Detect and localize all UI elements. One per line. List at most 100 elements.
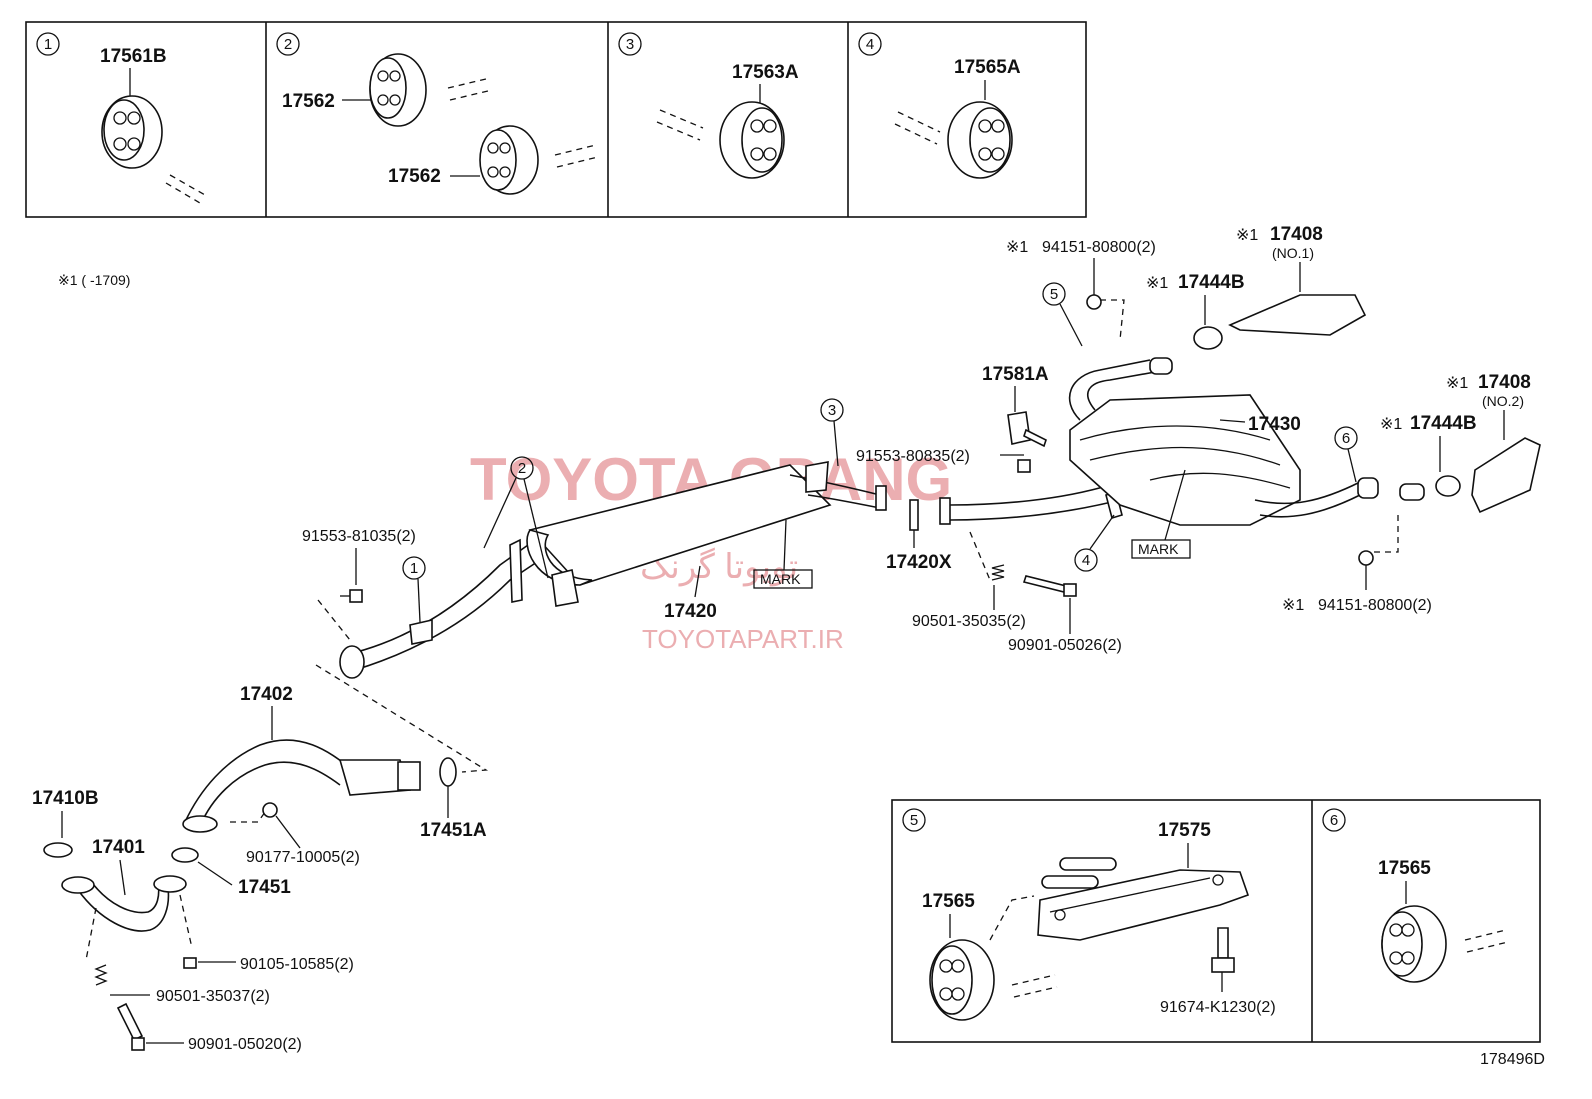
callout-2: 2 — [483, 456, 549, 579]
tail-tip-17408-no2 — [1471, 437, 1541, 514]
bracket-17581A — [1007, 411, 1047, 448]
bolt-90901-05026 — [1022, 575, 1077, 634]
inset-circle-3: 3 — [626, 36, 634, 53]
top-insets: 1 17561B 2 17562 17562 — [25, 21, 1087, 218]
watermark-site: TOYOTAPART.IR — [642, 624, 844, 654]
small-part-94151-bottom: 94151-80800(2) — [1318, 597, 1432, 614]
bolt-90105-10585 — [183, 957, 236, 969]
nut-90177-10005 — [262, 802, 301, 849]
bolt-91553-81035 — [340, 589, 363, 603]
part-17451: 17451 — [238, 877, 291, 898]
spring-90501-35035 — [991, 564, 1005, 610]
small-part-90105-10585: 90105-10585(2) — [240, 956, 354, 973]
bolt-91674-K1230 — [1211, 927, 1235, 992]
inset-6: 6 17565 — [1322, 808, 1509, 983]
small-part-91553-81035: 91553-81035(2) — [302, 528, 416, 545]
mark-label-center: MARK — [760, 571, 801, 587]
inset-circle-4: 4 — [866, 36, 874, 53]
nut-94151-bottom — [1358, 550, 1374, 566]
hanger-17562-a — [369, 53, 427, 127]
inset-part-17561B: 17561B — [100, 46, 167, 67]
inset-part-17563A: 17563A — [732, 62, 799, 83]
inset-circle-5: 5 — [910, 812, 918, 829]
small-part-90501-35035: 90501-35035(2) — [912, 613, 1026, 630]
bolt-91553-80835 — [1017, 459, 1031, 473]
bracket-17575 — [1037, 857, 1250, 941]
tail-pipe — [939, 484, 1123, 525]
part-17401: 17401 — [92, 837, 145, 858]
bottom-insets: 5 17565 17575 — [891, 799, 1541, 1043]
x1-mark-17444B-b: ※1 — [1380, 416, 1402, 433]
inset-part-17575: 17575 — [1158, 820, 1211, 841]
part-17451A: 17451A — [420, 820, 487, 841]
part-17420: 17420 — [664, 601, 717, 622]
inset-part-17565A: 17565A — [954, 57, 1021, 78]
applicability-note: ※1 ( -1709) — [58, 272, 130, 288]
part-17408-b: 17408 — [1478, 372, 1531, 393]
converter-pipe-17402 — [182, 739, 421, 833]
hanger-17563A — [719, 101, 785, 179]
part-17408-a: 17408 — [1270, 224, 1323, 245]
no2-label: (NO.2) — [1482, 393, 1524, 409]
hanger-17565-a — [929, 939, 995, 1021]
callout-1: 1 — [402, 556, 426, 623]
svg-text:4: 4 — [1082, 552, 1090, 569]
x1-mark-bottom: ※1 — [1282, 597, 1304, 614]
main-muffler-17430 — [1068, 357, 1425, 526]
small-part-90901-05026: 90901-05026(2) — [1008, 637, 1122, 654]
gasket-17451 — [171, 847, 199, 863]
inset-1: 1 17561B — [36, 32, 206, 204]
hanger-17562-b — [479, 125, 539, 195]
callout-3: 3 — [820, 398, 844, 467]
inset-5: 5 17565 17575 — [902, 808, 1276, 1021]
inset-part-17562-a: 17562 — [282, 91, 335, 112]
inset-circle-2: 2 — [284, 36, 292, 53]
mark-box-muffler — [1131, 539, 1191, 559]
inset-part-91674-K1230: 91674-K1230(2) — [1160, 999, 1276, 1016]
bolt-90901-05020 — [116, 1002, 184, 1051]
figure-id: 178496D — [1480, 1051, 1545, 1068]
x1-mark-17444B-a: ※1 — [1146, 275, 1168, 292]
part-17410B: 17410B — [32, 788, 99, 809]
svg-text:3: 3 — [828, 402, 836, 419]
part-17430: 17430 — [1248, 414, 1301, 435]
part-17444B-a: 17444B — [1178, 272, 1245, 293]
gasket-17444B-b — [1435, 475, 1461, 497]
inset-part-17565-a: 17565 — [922, 891, 975, 912]
small-part-90901-05020: 90901-05020(2) — [188, 1036, 302, 1053]
small-part-90501-35037: 90501-35037(2) — [156, 988, 270, 1005]
no1-label: (NO.1) — [1272, 245, 1314, 261]
inset-4: 4 17565A — [858, 32, 1021, 179]
inset-part-17562-b: 17562 — [388, 166, 441, 187]
callout-4: 4 — [1074, 514, 1115, 572]
small-part-90177-10005: 90177-10005(2) — [246, 849, 360, 866]
hanger-17565-b — [1381, 905, 1447, 983]
mark-box-center — [753, 569, 813, 589]
part-17581A: 17581A — [982, 364, 1049, 385]
gasket-17444B-a — [1193, 326, 1223, 350]
mark-label-muffler: MARK — [1138, 541, 1179, 557]
front-pipe-17401 — [61, 875, 187, 932]
inset-3: 3 17563A — [618, 32, 799, 179]
inset-part-17565-b: 17565 — [1378, 858, 1431, 879]
callout-6: 6 — [1334, 426, 1358, 483]
part-17402: 17402 — [240, 684, 293, 705]
svg-text:2: 2 — [518, 460, 526, 477]
hanger-17565A — [947, 101, 1013, 179]
gasket-17420X — [909, 499, 919, 531]
svg-text:5: 5 — [1050, 286, 1058, 303]
x1-mark-17408-b: ※1 — [1446, 375, 1468, 392]
gasket-17410B — [43, 842, 73, 858]
callout-5: 5 — [1042, 282, 1083, 347]
part-17420X: 17420X — [886, 552, 952, 573]
x1-mark-17408-a: ※1 — [1236, 227, 1258, 244]
inset-circle-1: 1 — [44, 36, 52, 53]
part-17444B-b: 17444B — [1410, 413, 1477, 434]
inset-2: 2 17562 17562 — [276, 32, 599, 195]
small-part-94151-top: 94151-80800(2) — [1042, 239, 1156, 256]
svg-text:1: 1 — [410, 560, 418, 577]
small-part-91553-80835: 91553-80835(2) — [856, 448, 970, 465]
gasket-17451A — [439, 757, 457, 787]
tail-tip-17408-no1 — [1228, 294, 1367, 336]
